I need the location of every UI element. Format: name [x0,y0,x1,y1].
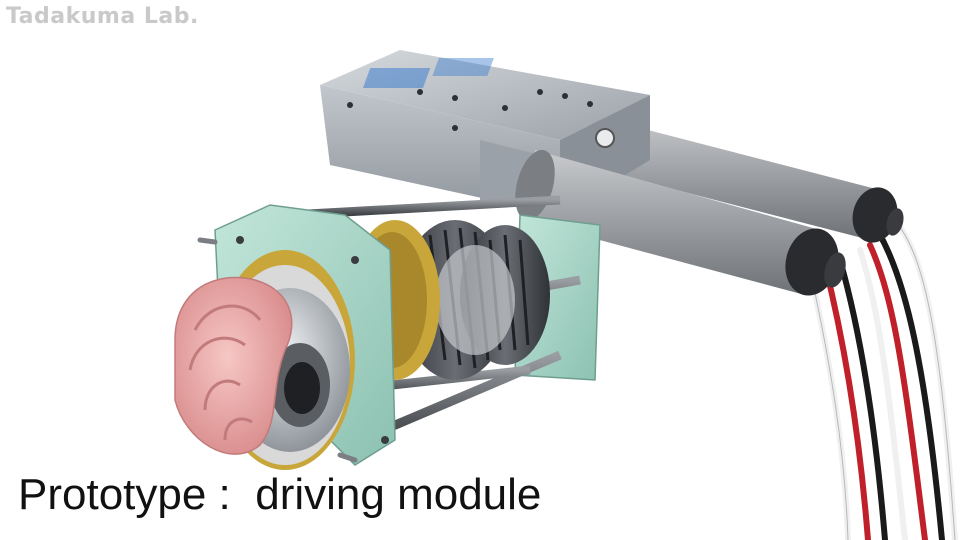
video-caption: Prototype : driving module [18,470,542,519]
rubber-wheel [174,276,293,455]
motor-wires [807,212,958,540]
rear-motor [580,115,904,243]
lab-watermark: Tadakuma Lab. [6,4,199,29]
